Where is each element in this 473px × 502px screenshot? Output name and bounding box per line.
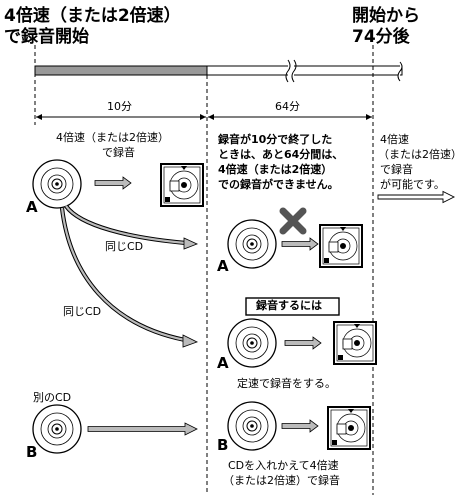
note-right-line2: （または2倍速）	[378, 148, 462, 161]
label-same-cd-2: 同じCD	[63, 305, 102, 318]
disc-label-a-2: A	[217, 257, 229, 275]
note-first-line1: 4倍速（または2倍速）	[56, 131, 169, 144]
md-disc-3	[333, 321, 377, 365]
timeline-label-10min: 10分	[107, 100, 132, 113]
cd-disc-a-3	[227, 318, 277, 368]
note-warning-line1: 録音が10分で終了した	[218, 133, 333, 146]
note-right-line1: 4倍速	[380, 133, 409, 146]
note-warning-line3: 4倍速（または2倍速）	[218, 163, 333, 176]
md-disc-1	[160, 163, 204, 207]
arrow-b1-long	[87, 422, 198, 436]
timeline-break-gap	[288, 62, 294, 80]
md-disc-2	[319, 224, 363, 268]
timeline-bar	[34, 59, 403, 83]
note-right-line4: が可能です。	[380, 178, 445, 191]
how-to-label: 録音するには	[256, 299, 322, 312]
arrow-a1-to-md1	[94, 176, 132, 190]
note-warning-line4: での録音ができません。	[218, 178, 339, 191]
header-right-line2: 74分後	[352, 27, 410, 47]
note-normal-speed: 定速で録音をする。	[237, 377, 336, 390]
timeline-label-64min: 64分	[275, 100, 300, 113]
cross-mark-icon	[279, 207, 307, 235]
arrow-possible-right	[377, 190, 456, 204]
header-left-line2: で録音開始	[4, 27, 89, 47]
header-right-line1: 開始から	[352, 6, 420, 26]
disc-label-b-1: B	[26, 443, 38, 461]
timeline-segment-recording	[34, 65, 208, 76]
timeline-segment-remaining	[206, 65, 403, 76]
note-swap-line1: CDを入れかえて4倍速	[228, 459, 339, 472]
note-swap-line2: （または2倍速）で録音	[223, 474, 340, 487]
label-other-cd: 別のCD	[33, 391, 72, 404]
cd-disc-b-1	[32, 404, 82, 454]
header-left-line1: 4倍速（または2倍速）	[4, 6, 181, 26]
timeline-end-cut	[397, 61, 403, 82]
md-disc-4	[327, 406, 371, 450]
cd-disc-b-2	[227, 401, 277, 451]
note-warning-line2: ときは、あと64分間は、	[218, 148, 344, 161]
note-first-line2: で録音	[102, 146, 135, 159]
how-to-box	[245, 297, 340, 316]
cd-disc-a-2	[227, 219, 277, 269]
cd-disc-a-1	[32, 159, 82, 209]
arrow-a3-to-md3	[284, 336, 322, 350]
arrow-b2-to-md4	[281, 419, 319, 433]
disc-label-b-2: B	[217, 436, 229, 454]
curved-arrow-same-cd-2	[59, 207, 186, 343]
disc-label-a-3: A	[217, 354, 229, 372]
dimension-64min	[208, 114, 372, 120]
curved-arrow-same-cd-1	[64, 204, 187, 246]
disc-label-a-1: A	[26, 198, 38, 216]
note-right-line3: で録音	[380, 163, 413, 176]
arrow-a2-to-md2	[281, 237, 319, 251]
dimension-10min	[36, 114, 206, 120]
label-same-cd-1: 同じCD	[105, 240, 144, 253]
timeline-break-mark	[285, 59, 297, 83]
